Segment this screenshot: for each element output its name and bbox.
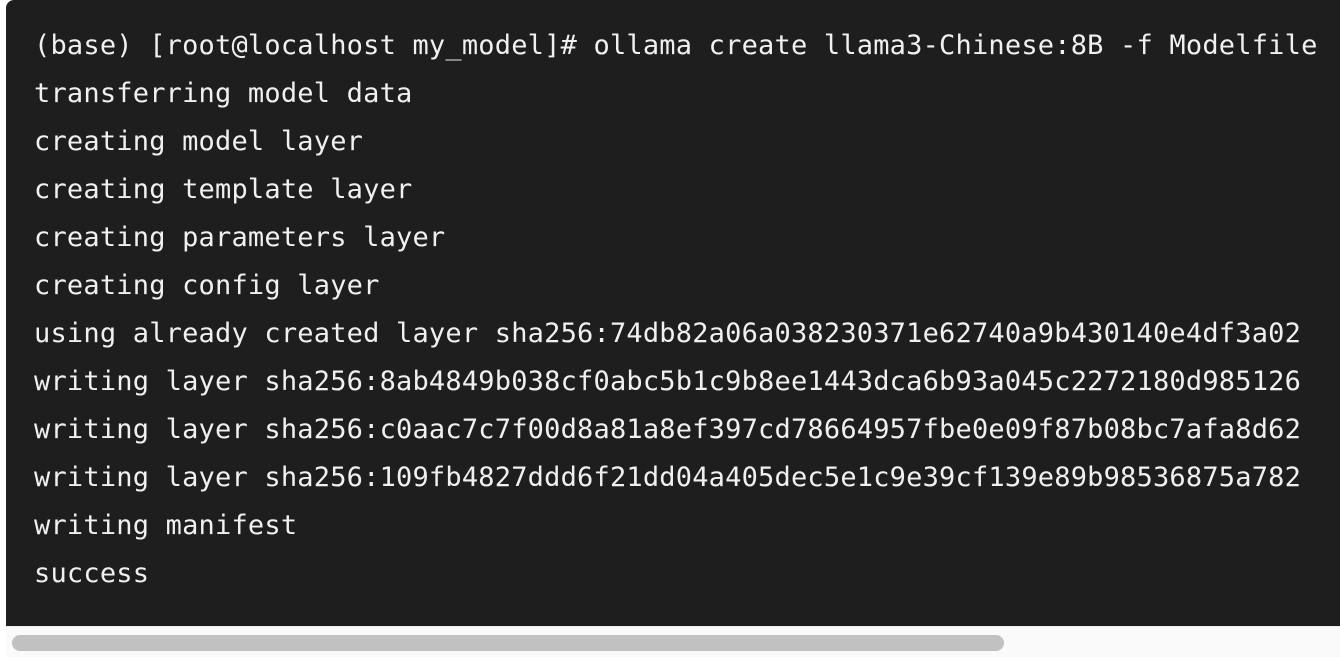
terminal-line: creating config layer bbox=[34, 270, 380, 301]
terminal-output[interactable]: (base) [root@localhost my_model]# ollama… bbox=[6, 0, 1340, 626]
code-block: (base) [root@localhost my_model]# ollama… bbox=[6, 0, 1340, 664]
terminal-line: creating template layer bbox=[34, 174, 413, 205]
terminal-line: writing layer sha256:c0aac7c7f00d8a81a8e… bbox=[34, 414, 1302, 445]
terminal-line: creating model layer bbox=[34, 126, 364, 157]
terminal-lines: (base) [root@localhost my_model]# ollama… bbox=[34, 22, 1318, 598]
terminal-line: writing layer sha256:8ab4849b038cf0abc5b… bbox=[34, 366, 1302, 397]
horizontal-scrollbar[interactable] bbox=[6, 626, 1340, 657]
terminal-line: using already created layer sha256:74db8… bbox=[34, 318, 1302, 349]
terminal-line: writing manifest bbox=[34, 510, 298, 541]
terminal-line: writing layer sha256:109fb4827ddd6f21dd0… bbox=[34, 462, 1302, 493]
terminal-line-success: success bbox=[34, 558, 150, 589]
terminal-line: transferring model data bbox=[34, 78, 413, 109]
horizontal-scrollbar-thumb[interactable] bbox=[12, 635, 1004, 651]
terminal-line-command: (base) [root@localhost my_model]# ollama… bbox=[34, 30, 1318, 61]
terminal-line: creating parameters layer bbox=[34, 222, 446, 253]
